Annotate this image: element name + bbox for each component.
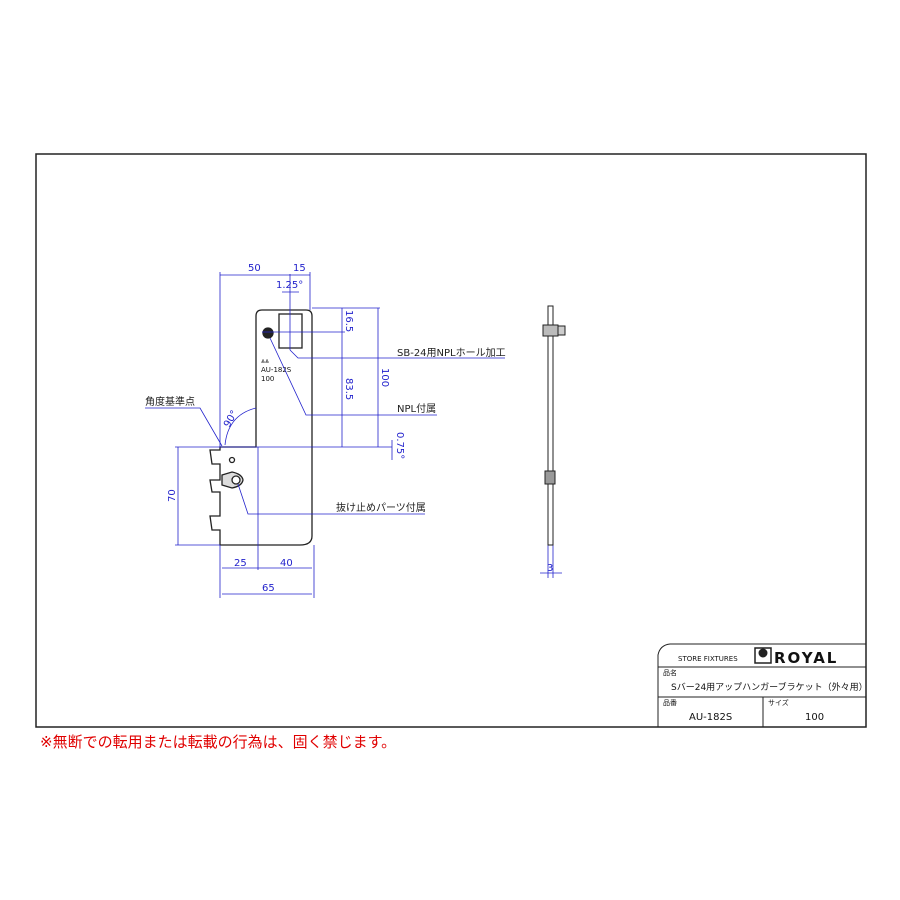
- dimension-lines: [145, 272, 562, 598]
- dim-angle-top: 1.25°: [276, 280, 303, 291]
- copyright-notice: ※無断での転用または転載の行為は、固く禁じます。: [40, 733, 397, 751]
- dim-83-5: 83.5: [343, 378, 354, 400]
- dim-40: 40: [280, 558, 293, 569]
- number-value: AU-182S: [689, 712, 732, 723]
- part-marking-size: 100: [261, 375, 274, 383]
- dim-angle-90: 90°: [222, 409, 240, 430]
- dim-15: 15: [293, 263, 306, 274]
- dim-angle-bottom: 0.75°: [394, 432, 405, 459]
- drawing-frame: [35, 153, 867, 728]
- brand-text: STORE FIXTURES: [678, 655, 738, 663]
- callout-npl: NPL付属: [397, 402, 436, 415]
- name-label: 品名: [663, 668, 677, 677]
- dim-100: 100: [379, 368, 390, 387]
- dim-65: 65: [262, 583, 275, 594]
- part-marking-code: AU-182S: [261, 366, 292, 374]
- callout-angle-reference: 角度基準点: [145, 395, 195, 408]
- dim-70: 70: [167, 489, 178, 502]
- size-value: 100: [805, 712, 824, 723]
- name-value: Sバー24用アップハンガーブラケット（外々用）: [671, 681, 868, 693]
- royal-logo: ROYAL: [774, 649, 838, 667]
- title-block: [657, 643, 866, 727]
- bracket-side-view: [542, 305, 566, 546]
- dim-16-5: 16.5: [343, 310, 354, 332]
- dim-50: 50: [248, 263, 261, 274]
- marking-logo-icon: ⩓⩓: [261, 357, 269, 365]
- dim-thickness: 3: [547, 563, 553, 574]
- dim-25: 25: [234, 558, 247, 569]
- bracket-front-view: [209, 309, 313, 546]
- size-label: サイズ: [768, 698, 789, 707]
- callout-stopper: 抜け止めパーツ付属: [336, 501, 426, 514]
- number-label: 品番: [663, 699, 677, 707]
- callout-hole: SB-24用NPLホール加工: [397, 347, 506, 359]
